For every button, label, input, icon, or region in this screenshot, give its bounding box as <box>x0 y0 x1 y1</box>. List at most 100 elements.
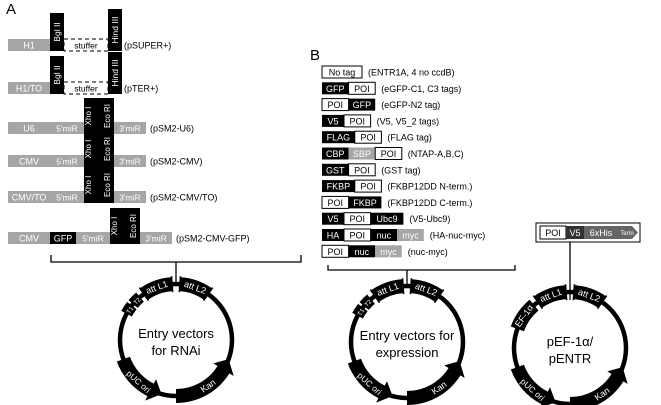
panel-a-letter: A <box>6 1 16 18</box>
tag-box-label: POI <box>328 100 344 110</box>
att-boundary <box>369 289 381 304</box>
tag-box-label: GST <box>326 165 345 175</box>
att-l1-band <box>533 285 567 308</box>
mir-5-label: 5'miR <box>56 124 77 134</box>
tag-row-name: (V5-Ubc9) <box>409 214 450 224</box>
promoter-label: CMV <box>19 157 39 167</box>
t2-label: T2 <box>133 297 143 307</box>
term-shape <box>618 226 638 239</box>
restriction-site-label: Eco RI <box>103 137 112 161</box>
tag-box-label: GFP <box>353 100 372 110</box>
restriction-site-label: Hind III <box>110 60 120 87</box>
promoter-label: H1/TO <box>16 84 42 94</box>
att-boundary <box>564 284 568 301</box>
tag-box <box>322 229 344 241</box>
promoter-box <box>8 232 50 244</box>
his-label: 6xHis <box>590 228 613 238</box>
att-boundary <box>202 287 214 302</box>
att-boundary <box>409 278 413 295</box>
att-boundary <box>401 278 405 295</box>
promoter-box <box>8 122 50 134</box>
puc-arrow <box>116 356 162 401</box>
tag-box <box>321 65 363 79</box>
kan-arrow <box>570 367 628 405</box>
tag-box-label: nuc <box>377 231 392 241</box>
plasmid-title-line2: for RNAi <box>151 343 200 358</box>
promoter-label: CMV/TO <box>12 193 47 203</box>
tag-box-label: No tag <box>329 68 356 78</box>
tag-box-label: GFP <box>326 84 345 94</box>
tag-box-label: nuc <box>355 247 370 257</box>
promoter-box <box>8 155 50 167</box>
tag-box-label: HA <box>327 231 340 241</box>
att-boundary <box>433 289 445 304</box>
restriction-site-box <box>84 131 100 167</box>
tag-box-label: myc <box>380 247 397 257</box>
restriction-site-label: Eco RI <box>103 104 112 128</box>
restriction-site-box <box>50 56 64 94</box>
cassette-frame <box>535 222 641 243</box>
panel-a-bracket <box>50 255 302 263</box>
his-box <box>584 226 618 239</box>
tag-box <box>322 212 344 225</box>
construct-name: (pSM2-CMV) <box>150 157 203 167</box>
t1-label: T1 <box>357 307 366 317</box>
tag-box-label: myc <box>402 231 419 241</box>
tag-box-label: FKBP <box>353 198 377 208</box>
tag-box <box>375 245 402 258</box>
plasmid-title-line1: pEF-1α/ <box>547 334 594 349</box>
tag-box-label: FKBP <box>327 182 351 192</box>
tag-row-name: (nuc-myc) <box>408 247 448 257</box>
att-boundary <box>170 276 174 293</box>
tag-row: No tag(ENTR1A, 4 no ccdB) <box>321 65 455 79</box>
v5-label: V5 <box>569 228 580 238</box>
mir-5-label: 5'miR <box>56 157 77 167</box>
mir-3-label: 3'miR <box>119 157 140 167</box>
tag-box-label: POI <box>354 165 370 175</box>
tag-box <box>354 179 382 193</box>
plasmid-title-line1: Entry vectors for <box>360 328 455 343</box>
tag-box-label: POI <box>360 133 376 143</box>
v5-box <box>566 226 584 239</box>
t2-box <box>128 292 144 308</box>
panel-b-letter: B <box>310 47 320 64</box>
att-boundary <box>138 287 150 302</box>
restriction-site-label: Xho I <box>84 107 93 126</box>
tag-box-label: POI <box>350 116 366 126</box>
restriction-site-box <box>126 208 140 244</box>
mir-3-box <box>114 191 146 203</box>
term-label: Term <box>620 231 633 237</box>
mir-5-box <box>50 155 84 167</box>
promoter-label: CMV <box>19 234 39 244</box>
restriction-site-box <box>110 208 126 244</box>
att-boundary <box>572 284 576 301</box>
tag-row-name: (FLAG tag) <box>387 133 432 143</box>
att-l2-band <box>179 277 213 300</box>
tag-box <box>322 147 349 160</box>
tag-row-name: (eGFP-N2 tag) <box>381 100 440 110</box>
tag-box <box>354 130 382 144</box>
tag-box <box>322 163 349 176</box>
restriction-site-box <box>84 167 100 203</box>
construct-name: (pTER+) <box>124 84 158 94</box>
tag-box-label: POI <box>381 149 397 159</box>
restriction-site-box <box>84 98 100 134</box>
mir-5-box <box>50 122 84 134</box>
stuffer-label: stuffer <box>74 84 98 94</box>
att-boundary <box>596 295 608 310</box>
tag-row-name: (HA-nuc-myc) <box>430 231 486 241</box>
restriction-site-box <box>108 52 122 94</box>
